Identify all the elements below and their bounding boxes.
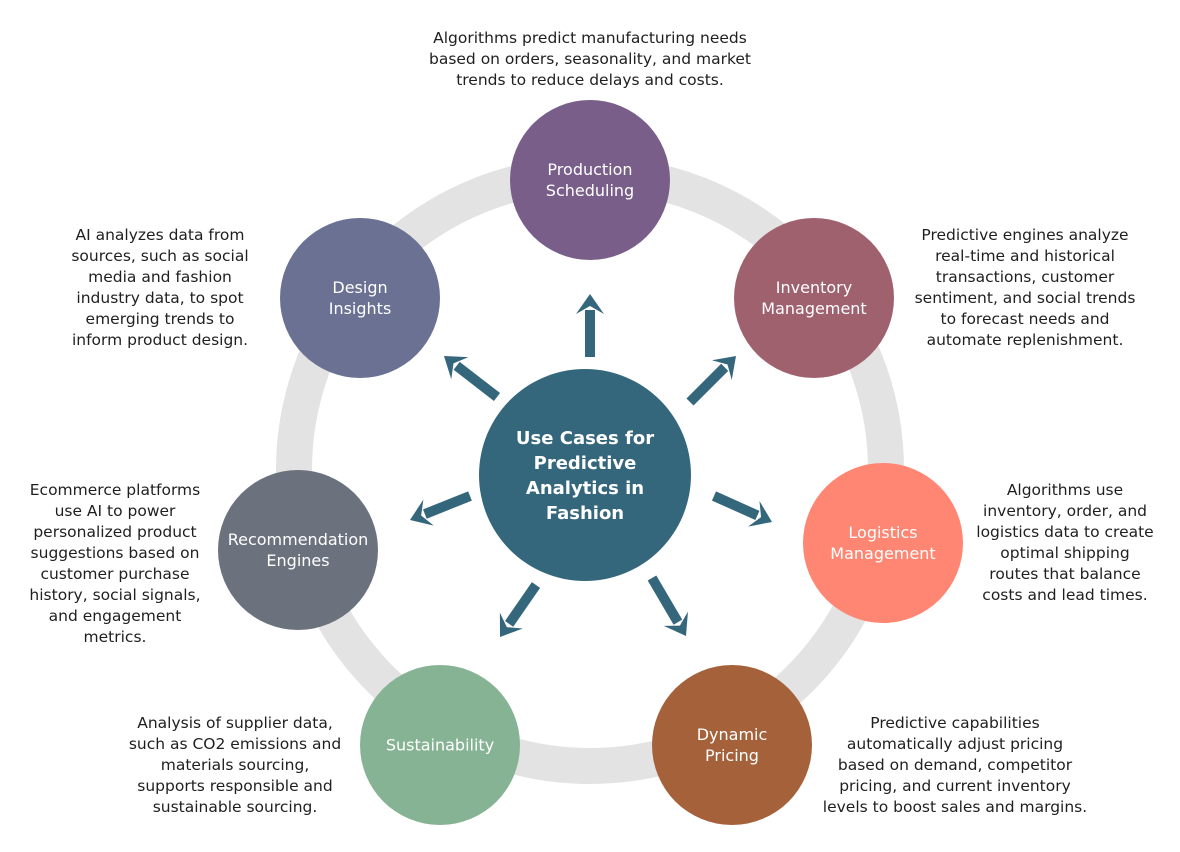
- node-description-recommendation-engines: Ecommerce platforms use AI to power pers…: [29, 481, 201, 646]
- arrows-group: [410, 294, 772, 637]
- node-description-production-scheduling: Algorithms predict manufacturing needs b…: [428, 29, 751, 89]
- center-hub-circle: [479, 369, 691, 581]
- node-description-design-insights: AI analyzes data from sources, such as s…: [71, 226, 249, 349]
- arrow-icon-inventory-management: [686, 356, 736, 406]
- center-hub-title: Use Cases for Predictive Analytics in Fa…: [515, 428, 655, 524]
- arrow-icon-logistics-management: [711, 491, 772, 527]
- node-label-recommendation-engines: Recommendation Engines: [227, 530, 369, 570]
- node-circle-sustainability: [360, 665, 520, 825]
- node-label-inventory-management: Inventory Management: [761, 278, 867, 318]
- node-label-production-scheduling: Production Scheduling: [545, 160, 635, 200]
- node-circle-recommendation-engines: [218, 470, 378, 630]
- node-description-sustainability: Analysis of supplier data, such as CO2 e…: [128, 714, 342, 816]
- node-label-design-insights: Design Insights: [328, 278, 392, 318]
- arrow-icon-production-scheduling: [576, 294, 604, 357]
- arrow-icon-dynamic-pricing: [647, 575, 688, 636]
- node-circle-design-insights: [280, 218, 440, 378]
- nodes-group: [218, 100, 963, 825]
- node-circle-inventory-management: [734, 218, 894, 378]
- node-label-logistics-management: Logistics Management: [830, 523, 936, 563]
- node-label-dynamic-pricing: Dynamic Pricing: [696, 725, 768, 765]
- node-circle-logistics-management: [803, 463, 963, 623]
- arrow-icon-sustainability: [499, 582, 541, 637]
- node-label-sustainability: Sustainability: [385, 735, 495, 755]
- node-description-inventory-management: Predictive engines analyze real-time and…: [914, 226, 1136, 349]
- node-description-dynamic-pricing: Predictive capabilities automatically ad…: [822, 714, 1088, 816]
- node-description-logistics-management: Algorithms use inventory, order, and log…: [976, 481, 1154, 604]
- node-circle-dynamic-pricing: [652, 665, 812, 825]
- node-circle-production-scheduling: [510, 100, 670, 260]
- arrow-icon-recommendation-engines: [410, 491, 472, 526]
- arrow-icon-design-insights: [444, 356, 501, 401]
